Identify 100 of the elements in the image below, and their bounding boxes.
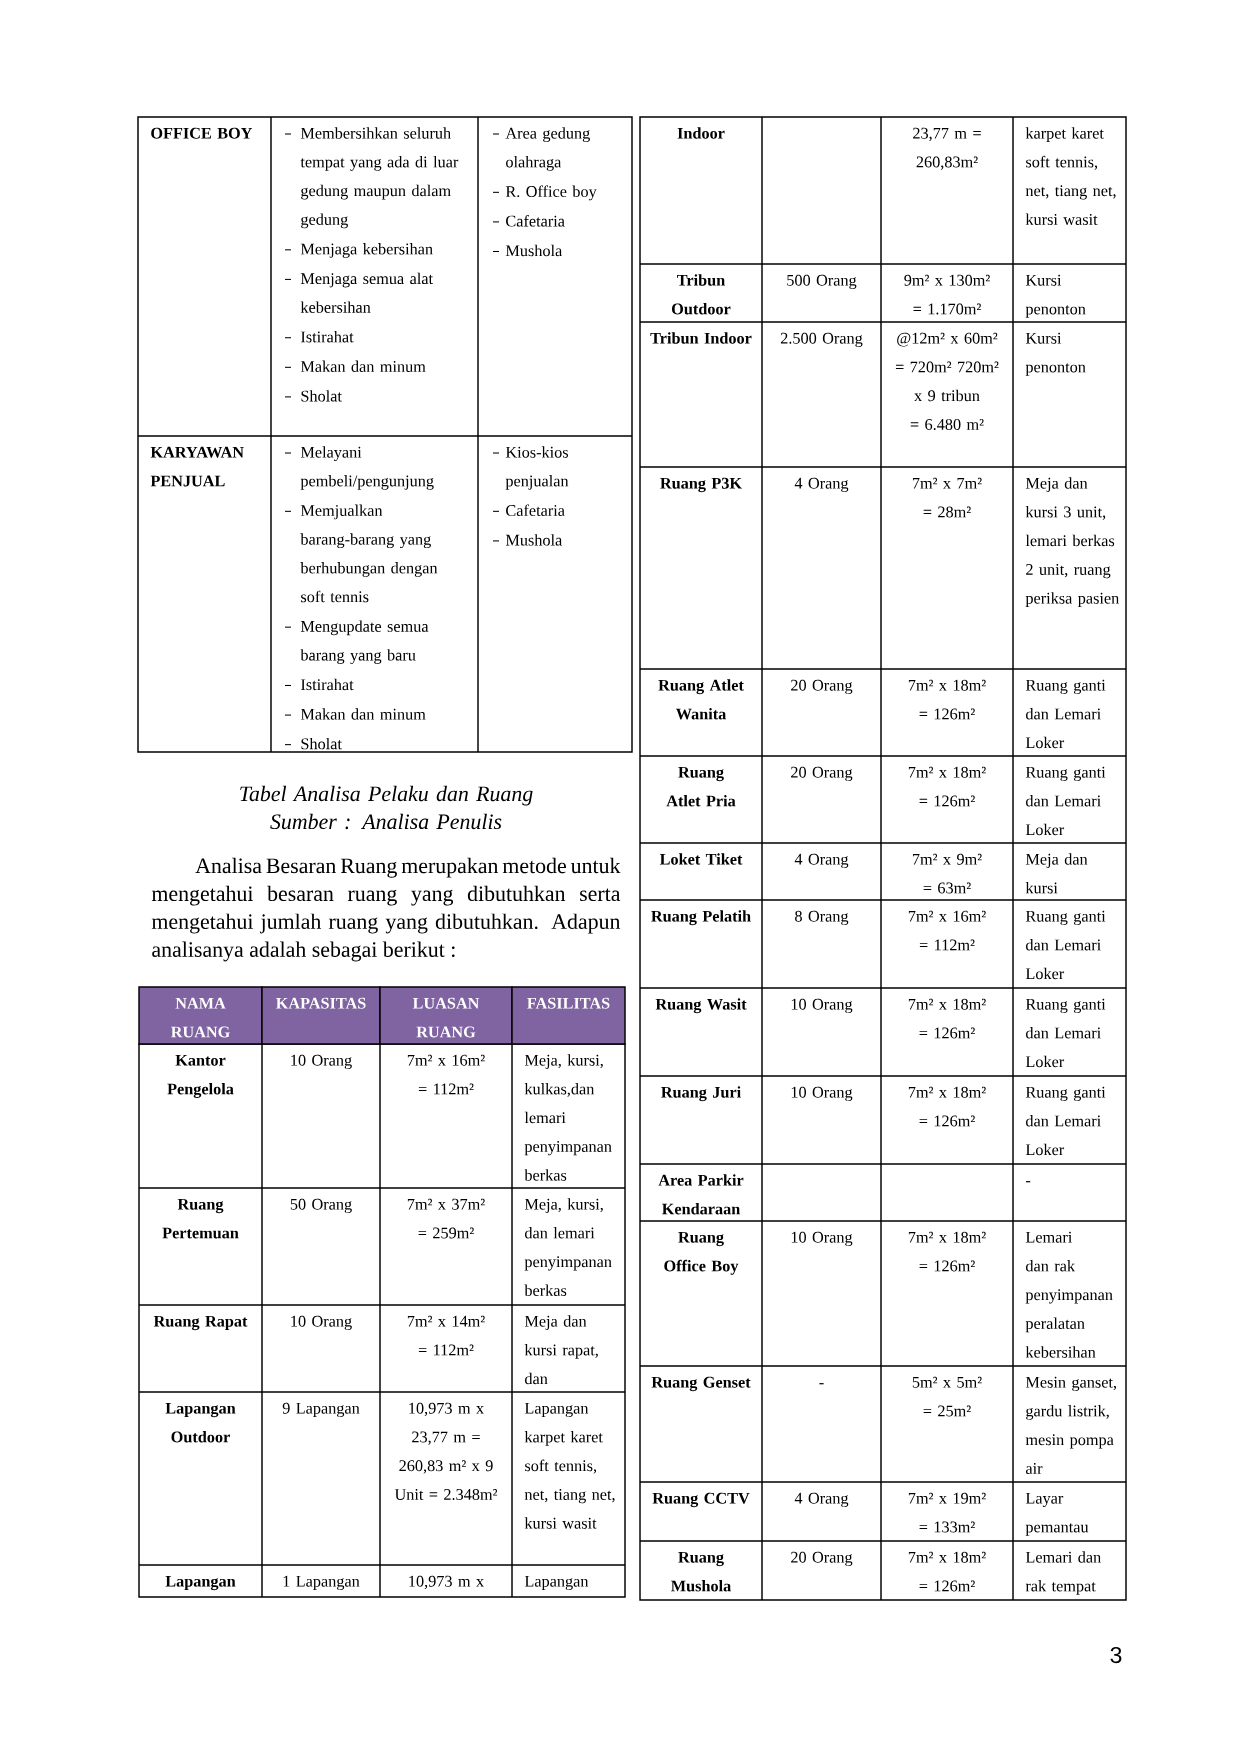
list-item: Melayani pembeli/pengunjung <box>300 446 434 490</box>
cell-value: Meja dan kursi rapat, dan <box>524 1315 598 1385</box>
cell-value: 7m² x 9m² = 63m² <box>912 853 982 894</box>
list-item: Membersihkan seluruh tempat yang ada di luar gedung maupun dalam gedung <box>300 127 459 229</box>
cell-value: Lapangan <box>524 1575 589 1591</box>
row-label: Ruang Atlet Wanita <box>658 679 744 720</box>
cell-value: Meja, kursi, dan lemari penyimpanan berkas <box>524 1198 612 1296</box>
list-item: Menjaga kebersihan <box>300 243 433 258</box>
row-label: Ruang Rapat <box>153 1315 248 1331</box>
row-label: Loket Tiket <box>659 853 743 865</box>
row-label: Ruang Mushola <box>671 1551 731 1592</box>
column-header: FASILITAS <box>511 986 626 1045</box>
list-item: Area gedung olahraga <box>505 127 590 171</box>
cell-value: 9m² x 130m² = 1.170m² <box>904 274 990 315</box>
cell-value: 500 Orang <box>787 274 857 290</box>
row-label: OFFICE BOY <box>151 127 253 139</box>
cell-value: 7m² x 16m² = 112m² <box>407 1054 485 1095</box>
column-header: KAPASITAS <box>261 986 381 1045</box>
row-label: Ruang Genset <box>651 1376 751 1392</box>
cell-value: 7m² x 14m² = 112m² <box>407 1315 485 1356</box>
cell-value: 7m² x 18m² = 126m² <box>908 998 986 1039</box>
cell-value: 8 Orang <box>795 910 849 926</box>
row-label: Area Parkir Kendaraan <box>658 1174 744 1215</box>
cell-value: karpet karet soft tennis, net, tiang net, kursi wasit <box>1025 127 1116 225</box>
cell-value: 2.500 Orang <box>780 332 863 348</box>
list-item: R. Office boy <box>505 185 597 201</box>
cell-value: Mesin ganset, gardu listrik, mesin pompa air <box>1025 1376 1116 1474</box>
cell-value: 7m² x 16m² = 112m² <box>908 910 986 951</box>
cell-value: 10,973 m x <box>409 1575 484 1590</box>
cell-value: 10 Orang <box>791 1231 853 1247</box>
cell-value: Meja, kursi, kulkas,dan lemari penyimpanan berkas <box>524 1054 612 1181</box>
cell-value: 10 Orang <box>791 1086 853 1102</box>
cell-value: 7m² x 19m² = 133m² <box>908 1492 986 1533</box>
body-paragraph: Analisa Besaran Ruang merupakan metode untuk mengetahui besaran ruang yang dibutuhkan serta mengetahui jumlah ruang yang dibutuhkan. Adapun analisanya adalah sebagai berikut : <box>151 857 621 962</box>
cell-value: 7m² x 7m² = 28m² <box>912 477 982 518</box>
row-label: Ruang Atlet Pria <box>666 766 736 807</box>
row-label: Tribun Indoor <box>650 332 752 344</box>
cell-value: Lemari dan rak tempat <box>1025 1551 1101 1595</box>
list-item: Mushola <box>505 534 563 546</box>
cell-value: Ruang ganti dan Lemari Loker <box>1025 766 1106 836</box>
row-label: Ruang Wasit <box>655 998 747 1014</box>
list-item: Cafetaria <box>506 215 565 227</box>
row-label: Ruang CCTV <box>652 1492 750 1508</box>
cell-value: 5m² x 5m² = 25m² <box>912 1376 982 1417</box>
cell-value: 4 Orang <box>794 853 849 869</box>
cell-value: 4 Orang <box>794 477 849 493</box>
cell-value: 7m² x 18m² = 126m² <box>908 1086 986 1127</box>
caption: Tabel Analisa Pelaku dan Ruang Sumber : Analisa Penulis <box>240 785 533 830</box>
list-item: Kios-kios penjualan <box>505 446 569 490</box>
column-header: NAMA RUANG <box>138 986 263 1045</box>
row-label: Ruang P3K <box>660 477 742 493</box>
list-item: Makan dan minum <box>300 708 426 720</box>
cell-value: 7m² x 18m² = 126m² <box>908 766 986 807</box>
cell-value: Layar pemantau <box>1025 1492 1089 1536</box>
row-label: Indoor <box>677 127 725 139</box>
cell-value: 20 Orang <box>791 679 853 695</box>
cell-value: 4 Orang <box>794 1492 849 1508</box>
row-label: Tribun Outdoor <box>672 274 731 315</box>
cell-value: 7m² x 18m² = 126m² <box>908 1231 986 1272</box>
row-label: Ruang Pertemuan <box>162 1198 239 1239</box>
cell-value: 1 Lapangan <box>283 1575 360 1591</box>
cell-value: 9 Lapangan <box>282 1402 360 1418</box>
page-number: 3 <box>1110 1646 1122 1664</box>
cell-value: 23,77 m = 260,83m² <box>913 127 981 170</box>
list-item: Cafetaria <box>506 504 565 517</box>
list-item: Memjualkan barang-barang yang berhubungan dengan soft tennis <box>300 504 438 603</box>
row-label: Ruang Pelatih <box>651 910 751 926</box>
cell-value: Kursi penonton <box>1025 274 1086 318</box>
cell-value: Lapangan karpet karet soft tennis, net, tiang net, kursi wasit <box>524 1402 615 1529</box>
cell-value: - <box>819 1383 824 1385</box>
cell-value: Ruang ganti dan Lemari Loker <box>1025 679 1106 749</box>
cell-value: Meja dan kursi <box>1025 853 1088 894</box>
cell-value: 7m² x 18m² = 126m² <box>908 679 986 720</box>
row-label: Kantor Pengelola <box>167 1054 234 1098</box>
cell-value: Meja dan kursi 3 unit, lemari berkas 2 unit, ruang periksa pasien <box>1025 477 1119 607</box>
cell-value: @12m² x 60m² = 720m² 720m² x 9 tribun = 6.480 m² <box>895 332 999 430</box>
list-item: Istirahat <box>301 331 354 343</box>
cell-value: Ruang ganti dan Lemari Loker <box>1025 910 1106 980</box>
cell-value: Ruang ganti dan Lemari Loker <box>1025 1086 1106 1156</box>
cell-value: 10 Orang <box>291 1054 352 1070</box>
cell-value: 20 Orang <box>791 1551 853 1567</box>
cell-value: 7m² x 18m² = 126m² <box>908 1551 986 1592</box>
list-item: Istirahat <box>301 678 354 691</box>
row-label: KARYAWAN PENJUAL <box>150 446 244 487</box>
list-item: Makan dan minum <box>300 360 426 372</box>
row-label: Ruang Juri <box>661 1086 741 1102</box>
cell-value: 10,973 m x 23,77 m = 260,83 m² x 9 Unit = 2.348m² <box>394 1402 498 1500</box>
list-item: Mengupdate semua barang yang baru <box>300 620 429 664</box>
cell-value: 50 Orang <box>290 1198 352 1214</box>
cell-value: Lemari dan rak penyimpanan peralatan kebersihan <box>1025 1231 1113 1358</box>
cell-value: Kursi penonton <box>1025 332 1086 376</box>
list-item: Sholat <box>301 390 342 402</box>
column-header: LUASAN RUANG <box>379 986 513 1045</box>
cell-value: 10 Orang <box>791 998 853 1014</box>
list-item: Menjaga semua alat kebersihan <box>300 272 433 313</box>
row-label: Lapangan Outdoor <box>165 1402 236 1443</box>
cell-value: 10 Orang <box>291 1315 352 1331</box>
list-item: Mushola <box>505 244 563 257</box>
cell-value: Ruang ganti dan Lemari Loker <box>1025 998 1106 1068</box>
cell-value: 20 Orang <box>791 766 853 782</box>
